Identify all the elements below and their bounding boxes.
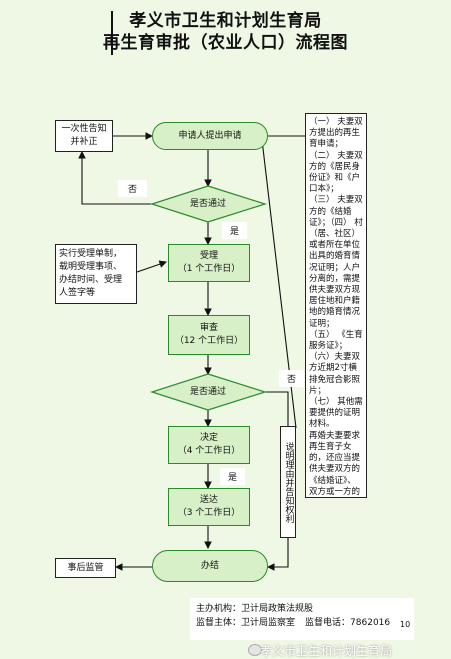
accept-note-line-2: 载明受理事项、 xyxy=(59,262,123,272)
footer-phone-label: 监督电话： xyxy=(305,618,351,628)
footer-phone-value: 7862016 xyxy=(350,618,391,628)
label-yes-1: 是 xyxy=(222,222,248,239)
review-node: 审查 （12 个工作日） xyxy=(168,315,250,355)
watermark-text: 孝义市卫生和计划生育局 xyxy=(260,644,393,658)
supervise-box: 事后监管 xyxy=(55,558,116,578)
footer-info: 主办机构：卫计局政策法规股 监督主体：卫计局监察室监督电话：7862016 xyxy=(190,598,414,640)
accept-note-line-3: 办结时间、受理 xyxy=(59,275,123,285)
finish-label: 办结 xyxy=(200,560,219,571)
decision2-text: 是否通过 xyxy=(189,386,226,397)
arrow-note-accept xyxy=(136,260,168,273)
footer-org-row: 主办机构：卫计局政策法规股 xyxy=(196,602,408,616)
footer-sup-row: 监督主体：卫计局监察室监督电话：7862016 xyxy=(196,616,408,630)
review-title: 审查 xyxy=(199,323,218,333)
label-no-1: 否 xyxy=(118,180,148,197)
review-duration: （12 个工作日） xyxy=(174,336,244,346)
accept-duration: （1 个工作日） xyxy=(177,264,241,274)
decision2-diamond xyxy=(150,373,267,411)
notify-line-2: 并补正 xyxy=(70,137,98,147)
apply-node: 申请人提出申请 xyxy=(152,122,268,150)
finish-node: 办结 xyxy=(152,550,268,582)
wechat-icon xyxy=(248,644,262,656)
arrow-decision2-no xyxy=(265,391,289,426)
label-no-2: 否 xyxy=(279,370,305,387)
deliver-duration: （3 个工作日） xyxy=(177,508,241,518)
decision2-label: 是否通过 xyxy=(175,385,241,399)
supervise-label: 事后监管 xyxy=(67,562,104,573)
arrow-decision1-no xyxy=(78,150,152,205)
notify-box: 一次性告知 并补正 xyxy=(55,120,113,152)
title-line-2: 再生育审批（农业人口）流程图 xyxy=(103,33,348,53)
accept-note-line-4: 人签字等 xyxy=(59,288,96,298)
apply-label: 申请人提出申请 xyxy=(178,130,242,141)
decision1-diamond xyxy=(150,185,267,223)
label-yes-2: 是 xyxy=(220,468,246,485)
deliver-node: 送达 （3 个工作日） xyxy=(168,488,250,526)
arrow-vtext-finish xyxy=(266,538,289,571)
decision1-label: 是否通过 xyxy=(175,197,241,211)
accept-node: 受理 （1 个工作日） xyxy=(168,244,250,282)
footer-sup-value: 卫计局监察室 xyxy=(241,618,296,628)
page-number: 10 xyxy=(400,620,411,629)
requirements-panel: （一） 夫妻双方提出的再生育申请； （二） 夫妻双方的《居民身份证》和《户口本》… xyxy=(305,113,367,498)
page-title: 孝义市卫生和计划生育局 再生育审批（农业人口）流程图 xyxy=(0,10,451,54)
decide-title: 决定 xyxy=(199,433,218,443)
reason-notice-box: 说明理由并告知权利 xyxy=(280,426,296,538)
notify-line-1: 一次性告知 xyxy=(61,124,107,134)
title-line-1: 孝义市卫生和计划生育局 xyxy=(129,11,322,31)
accept-note-line-1: 实行受理单制， xyxy=(59,249,123,259)
footer-org-value: 卫计局政策法规股 xyxy=(241,604,314,614)
accept-note-box: 实行受理单制， 载明受理事项、 办结时间、受理 人签字等 xyxy=(55,244,137,304)
footer-org-label: 主办机构： xyxy=(196,604,242,614)
accept-title: 受理 xyxy=(199,251,218,261)
deliver-title: 送达 xyxy=(199,495,218,505)
title-accent-bar xyxy=(111,11,113,55)
decision1-text: 是否通过 xyxy=(189,198,226,209)
decide-duration: （4 个工作日） xyxy=(177,446,241,456)
decide-node: 决定 （4 个工作日） xyxy=(168,426,250,464)
footer-sup-label: 监督主体： xyxy=(196,618,242,628)
